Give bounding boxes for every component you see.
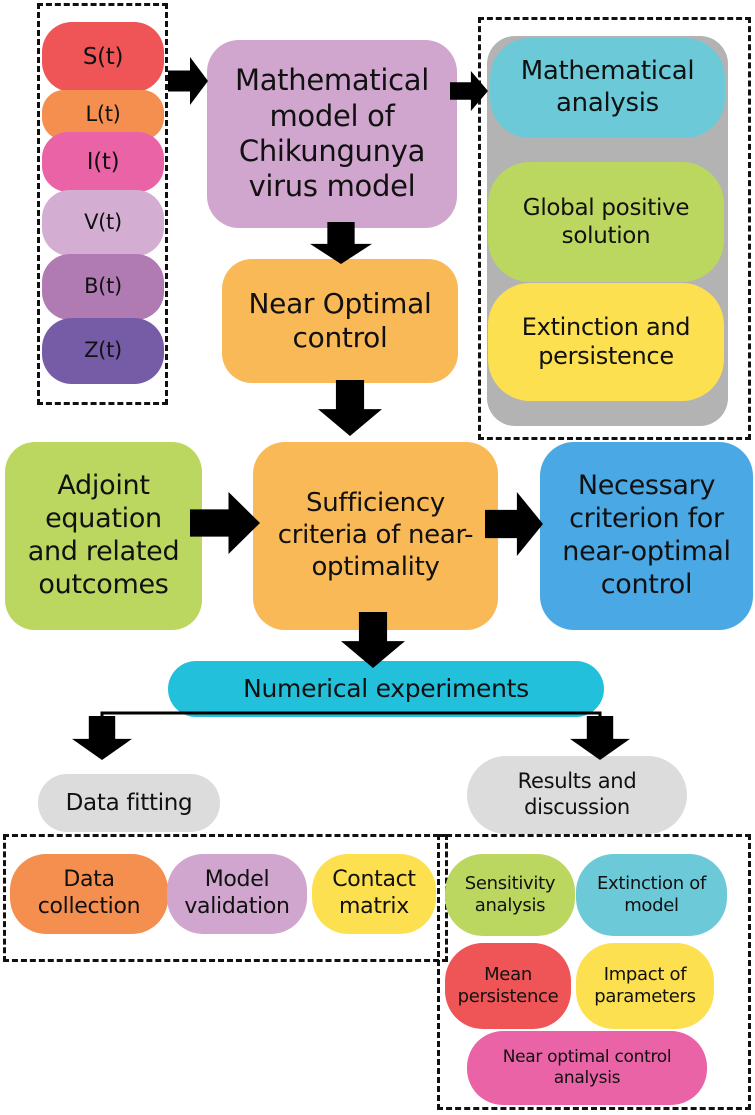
sufficiency-criteria-box: Sufficiency criteria of near- optimality (253, 442, 498, 630)
variable-v: V(t) (42, 190, 164, 256)
branch-line-right (420, 711, 602, 720)
variable-b: B(t) (42, 254, 164, 320)
necessary-criterion-box: Necessary criterion for near-optimal con… (540, 442, 753, 630)
near-optimal-control-analysis-box: Near optimal control analysis (467, 1031, 707, 1105)
extinction-persistence-box: Extinction and persistence (488, 283, 724, 401)
near-optimal-control-box: Near Optimal control (222, 259, 458, 383)
mathematical-analysis-box: Mathematical analysis (490, 38, 725, 138)
variable-l: L(t) (42, 90, 164, 140)
branch-line-left (100, 711, 270, 720)
sensitivity-analysis-box: Sensitivity analysis (445, 854, 575, 936)
results-discussion-label: Results and discussion (467, 756, 687, 834)
results-group-frame (437, 834, 751, 1110)
adjoint-equation-box: Adjoint equation and related outcomes (5, 442, 202, 630)
variables-group-frame (37, 3, 168, 405)
extinction-of-model-box: Extinction of model (576, 854, 727, 936)
contact-matrix-box: Contact matrix (312, 854, 436, 934)
mean-persistence-box: Mean persistence (445, 943, 571, 1029)
mathematical-model-box: Mathematical model of Chikungunya virus … (207, 40, 457, 228)
numerical-experiments-box: Numerical experiments (168, 661, 604, 717)
variable-i: I(t) (42, 132, 164, 192)
variable-z: Z(t) (42, 318, 164, 384)
impact-of-parameters-box: Impact of parameters (576, 943, 714, 1029)
data-collection-box: Data collection (10, 854, 168, 934)
global-positive-solution-box: Global positive solution (488, 162, 724, 282)
data-fitting-label: Data fitting (38, 774, 220, 832)
variable-s: S(t) (42, 22, 164, 92)
analysis-group-frame (478, 17, 751, 440)
model-validation-box: Model validation (167, 854, 307, 934)
